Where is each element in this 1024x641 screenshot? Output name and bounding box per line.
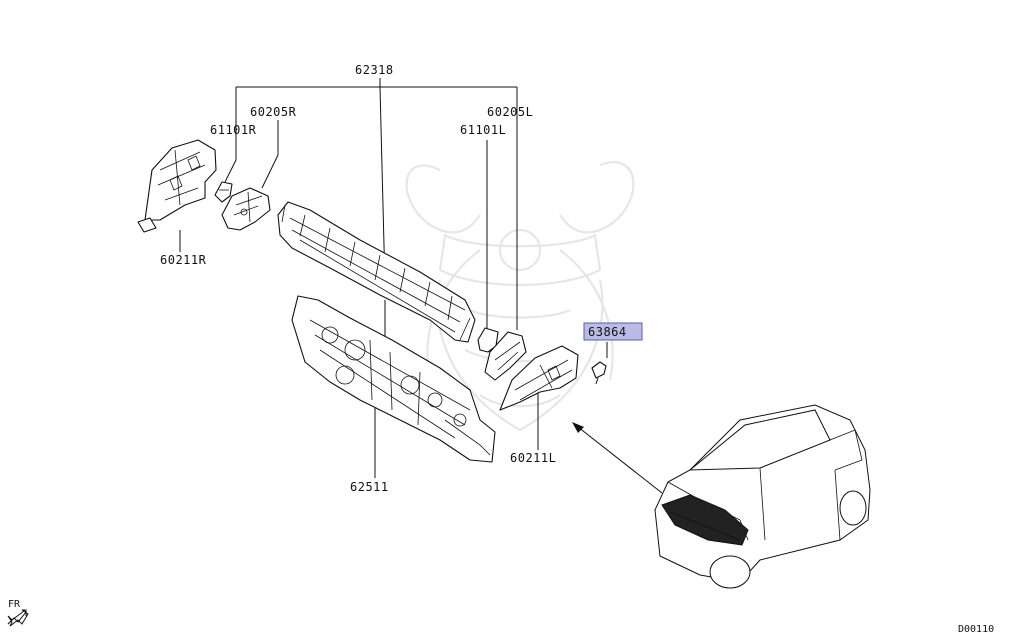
part-60211r (137, 139, 217, 233)
part-60205r (221, 187, 271, 231)
label-60211l: 60211L (510, 451, 556, 465)
label-61101l: 61101L (460, 123, 506, 137)
label-fr: FR (8, 599, 21, 610)
label-60205l: 60205L (487, 105, 533, 119)
part-60211l (499, 345, 579, 411)
label-62511: 62511 (350, 480, 389, 494)
part-61101r (214, 181, 233, 203)
leader-lines (179, 120, 608, 478)
label-61101r: 61101R (210, 123, 257, 137)
label-60205r: 60205R (250, 105, 297, 119)
diagram-code: D00110 (958, 624, 994, 635)
part-62318 (277, 201, 476, 343)
label-63864: 63864 (588, 325, 627, 339)
label-62318: 62318 (355, 63, 394, 77)
car-illustration (654, 404, 871, 589)
part-63864 (591, 361, 607, 385)
front-direction-arrow-icon (7, 609, 29, 627)
location-arrow (572, 422, 663, 494)
part-62511 (291, 295, 496, 463)
part-60205l (484, 331, 527, 381)
leader-62318 (235, 78, 518, 340)
label-60211r: 60211R (160, 253, 207, 267)
highlight-63864 (583, 322, 643, 341)
part-labels: 62318 60205R 61101R 60211R 60205L 61101L… (8, 63, 994, 635)
